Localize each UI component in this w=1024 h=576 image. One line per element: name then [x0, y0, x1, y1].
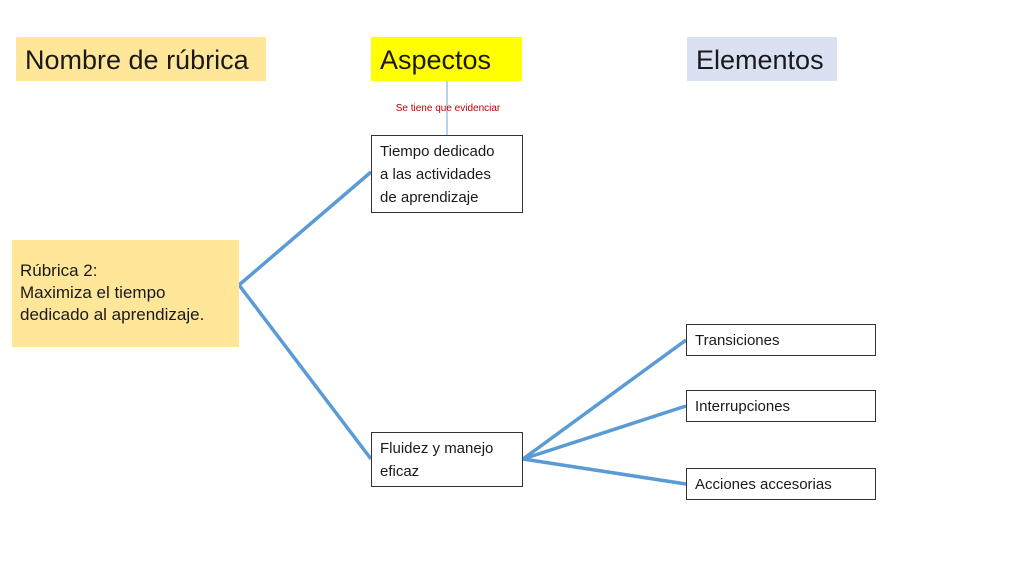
element-transiciones: Transiciones: [686, 324, 876, 356]
evidence-note: Se tiene que evidenciar: [395, 103, 501, 114]
rubric-line-1: Rúbrica 2:: [20, 261, 98, 280]
connector-rubric-to-fluidez: [237, 283, 373, 461]
header-nombre-de-rubrica: Nombre de rúbrica: [16, 37, 266, 81]
aspect-tiempo-dedicado: Tiempo dedicado a las actividades de apr…: [371, 135, 523, 213]
rubric-node: Rúbrica 2: Maximiza el tiempo dedicado a…: [12, 240, 239, 347]
connector-fluidez-to-interrupciones: [522, 404, 687, 461]
header-elementos: Elementos: [687, 37, 837, 81]
element-acciones-accesorias: Acciones accesorias: [686, 468, 876, 500]
connector-fluidez-to-transiciones: [521, 338, 688, 461]
aspect-tiempo-line-3: de aprendizaje: [380, 189, 479, 206]
aspect-fluidez: Fluidez y manejo eficaz: [371, 432, 523, 487]
rubric-line-2: Maximiza el tiempo: [20, 283, 166, 302]
header-aspectos: Aspectos: [371, 37, 522, 81]
aspect-fluidez-line-1: Fluidez y manejo: [380, 440, 494, 457]
rubric-line-3: dedicado al aprendizaje.: [20, 305, 205, 324]
connector-rubric-to-tiempo: [237, 170, 373, 287]
connector-fluidez-to-acciones: [522, 457, 687, 486]
aspect-tiempo-line-1: Tiempo dedicado: [380, 143, 495, 160]
aspect-tiempo-line-2: a las actividades: [380, 166, 491, 183]
aspect-fluidez-line-2: eficaz: [380, 463, 420, 480]
element-interrupciones: Interrupciones: [686, 390, 876, 422]
